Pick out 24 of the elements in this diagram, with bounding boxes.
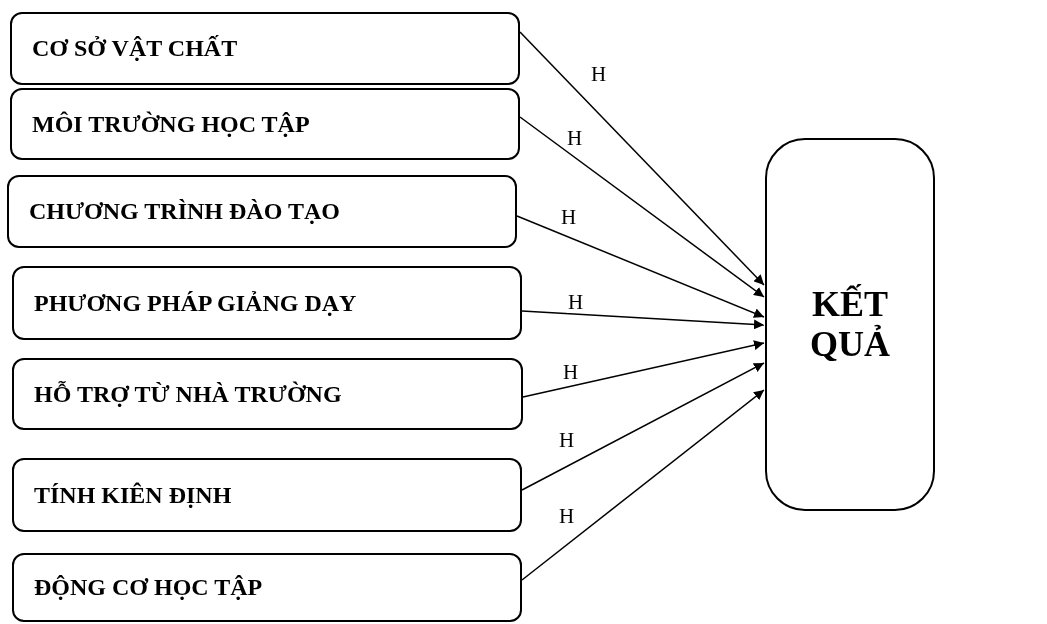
node-label: TÍNH KIÊN ĐỊNH <box>34 481 232 509</box>
arrow <box>519 31 765 286</box>
arrow <box>516 215 765 318</box>
node-label: HỖ TRỢ TỪ NHÀ TRƯỜNG <box>34 380 342 408</box>
factor-box <box>10 88 520 160</box>
arrow <box>521 362 765 491</box>
outcome-box <box>765 138 935 511</box>
node-label: MÔI TRƯỜNG HỌC TẬP <box>32 110 310 138</box>
factor-box <box>7 175 517 248</box>
arrow <box>521 389 765 581</box>
node-label: ĐỘNG CƠ HỌC TẬP <box>34 574 263 601</box>
node-label: CHƯƠNG TRÌNH ĐÀO TẠO <box>29 198 340 225</box>
arrow <box>519 116 765 298</box>
node-label: CƠ SỞ VẬT CHẤT <box>32 35 238 62</box>
factor-box <box>10 12 520 85</box>
factor-box <box>12 458 522 532</box>
factor-box <box>12 266 522 340</box>
factor-box <box>12 553 522 622</box>
node-label: PHƯƠNG PHÁP GIẢNG DẠY <box>34 289 357 317</box>
factor-box <box>12 358 523 430</box>
node-label: KẾT QUẢ <box>809 284 891 365</box>
arrow <box>521 310 765 330</box>
arrow <box>522 340 765 398</box>
edge-label: H <box>567 292 585 313</box>
